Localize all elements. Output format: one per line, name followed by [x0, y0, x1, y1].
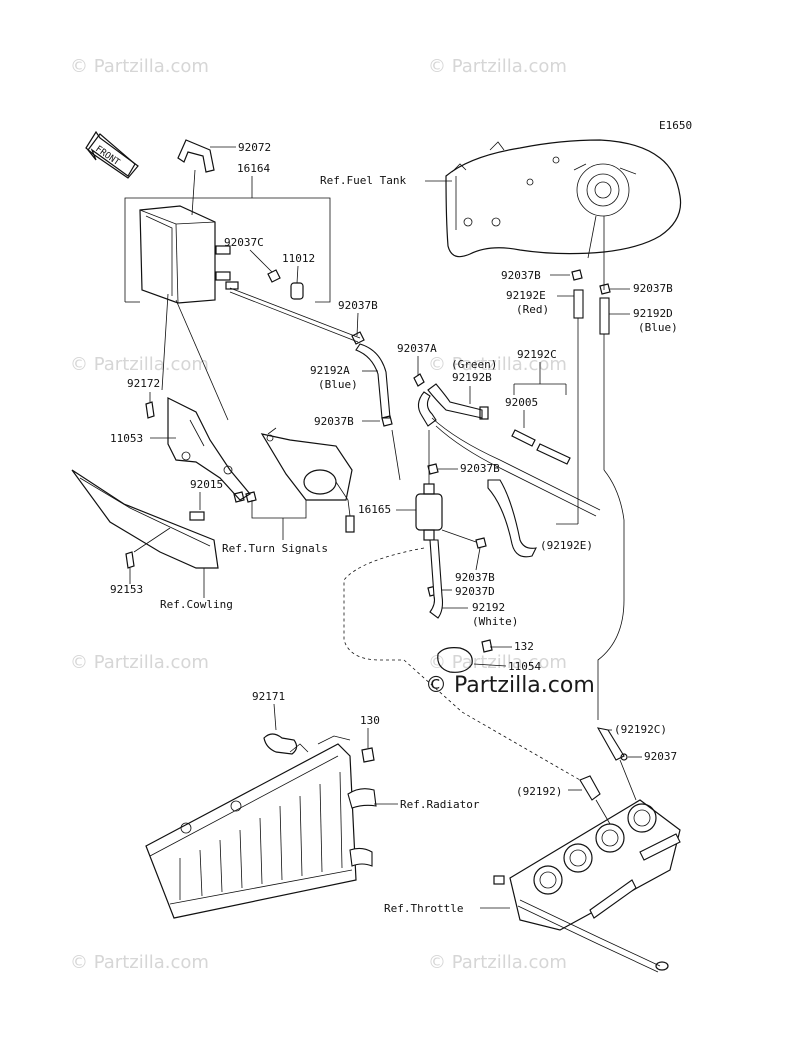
- watermark: © Partzilla.com: [428, 652, 567, 673]
- part-92072: 92072: [238, 141, 271, 154]
- part-16165: 16165: [358, 503, 391, 516]
- ref-turn-signals: Ref.Turn Signals: [222, 542, 328, 555]
- part-92037B: 92037B: [314, 415, 354, 428]
- part-92015: 92015: [190, 478, 223, 491]
- part-92192: 92192: [472, 601, 505, 614]
- part-92192B-color: (Green): [451, 358, 497, 371]
- part-130: 130: [360, 714, 380, 727]
- part-92192C: 92192C: [517, 348, 557, 361]
- turn-signal-assembly: [260, 427, 355, 533]
- part-11012: 11012: [282, 252, 315, 265]
- watermark-main: © Partzilla.com: [425, 673, 595, 698]
- watermark: © Partzilla.com: [70, 952, 209, 973]
- fuel-filter: [391, 429, 443, 541]
- fuel-tank: [445, 139, 682, 258]
- part-92037B: 92037B: [633, 282, 673, 295]
- radiator: [145, 735, 377, 919]
- part-132: 132: [514, 640, 534, 653]
- part-92192E-paren: (92192E): [540, 539, 593, 552]
- watermark: © Partzilla.com: [428, 354, 567, 375]
- front-arrow-icon: FRONT: [85, 130, 139, 179]
- ref-fuel-tank: Ref.Fuel Tank: [320, 174, 406, 187]
- front-label: FRONT: [93, 144, 121, 168]
- part-92037D: 92037D: [455, 585, 495, 598]
- part-92037C: 92037C: [224, 236, 264, 249]
- ref-throttle: Ref.Throttle: [384, 902, 463, 915]
- ref-radiator: Ref.Radiator: [400, 798, 480, 811]
- part-11054: 11054: [508, 660, 541, 673]
- part-16164: 16164: [237, 162, 270, 175]
- part-92192C-paren: (92192C): [614, 723, 667, 736]
- watermark-layer: © Partzilla.com © Partzilla.com © Partzi…: [70, 56, 567, 973]
- cowling: [71, 469, 219, 569]
- ref-cowling: Ref.Cowling: [160, 598, 233, 611]
- part-92171: 92171: [252, 690, 285, 703]
- watermark: © Partzilla.com: [70, 56, 209, 77]
- part-92192-color: (White): [472, 615, 518, 628]
- part-92192A: 92192A: [310, 364, 350, 377]
- part-92192E-color: (Red): [516, 303, 549, 316]
- throttle-body: [493, 799, 681, 973]
- mounting-bracket: [167, 397, 251, 501]
- part-92037: 92037: [644, 750, 677, 763]
- part-92172: 92172: [127, 377, 160, 390]
- part-92037B: 92037B: [460, 462, 500, 475]
- part-92192D: 92192D: [633, 307, 673, 320]
- watermark: © Partzilla.com: [70, 354, 209, 375]
- watermark: © Partzilla.com: [70, 652, 209, 673]
- part-92192-paren: (92192): [516, 785, 562, 798]
- part-92192B: 92192B: [452, 371, 492, 384]
- part-92005: 92005: [505, 396, 538, 409]
- part-92192D-color: (Blue): [638, 321, 678, 334]
- watermark: © Partzilla.com: [428, 56, 567, 77]
- watermark: © Partzilla.com: [428, 952, 567, 973]
- part-92037B: 92037B: [501, 269, 541, 282]
- part-92037B: 92037B: [455, 571, 495, 584]
- part-92192A-color: (Blue): [318, 378, 358, 391]
- canister-bracket: [177, 139, 215, 173]
- canister: [139, 205, 239, 304]
- part-11053: 11053: [110, 432, 143, 445]
- part-92192E: 92192E: [506, 289, 546, 302]
- diagram-code: E1650: [659, 119, 692, 132]
- part-92037B: 92037B: [338, 299, 378, 312]
- part-92153: 92153: [110, 583, 143, 596]
- part-92037A: 92037A: [397, 342, 437, 355]
